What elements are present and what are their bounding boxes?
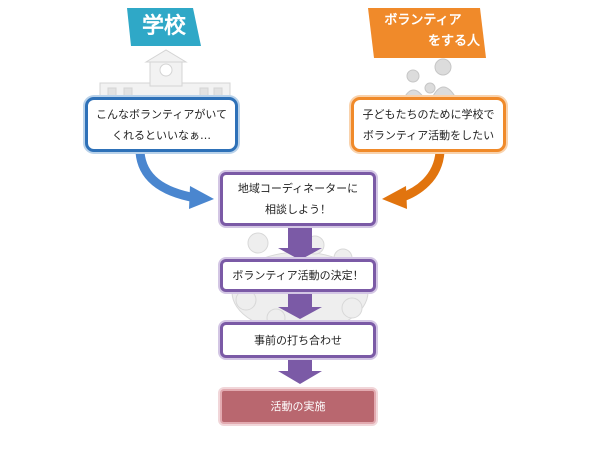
- school-arrow-head: [189, 186, 214, 209]
- pre-meeting-box: 事前の打ち合わせ: [220, 322, 376, 358]
- volunteer-wish-box: 子どもたちのために学校で ボランティア活動をしたい: [351, 97, 506, 152]
- school-building-illustration: [99, 49, 231, 104]
- people-illustration: [403, 58, 457, 99]
- school-wish-box: こんなボランティアがいて くれるといいなぁ…: [85, 97, 238, 152]
- consult-line-1: 地域コーディネーターに: [237, 182, 359, 195]
- arrow-consult-to-decide: [278, 228, 322, 260]
- arrow-meeting-to-execute: [278, 359, 322, 384]
- school-wish-line-2: くれるといいなぁ…: [112, 128, 211, 142]
- decide-text: ボランティア活動の決定！: [232, 269, 364, 282]
- arrow-decide-to-meeting: [278, 293, 322, 319]
- volunteer-banner-line-2: をする人: [427, 34, 480, 49]
- school-to-coordinator-arrow: [135, 147, 201, 203]
- volunteer-arrow-head: [382, 186, 407, 209]
- execute-activity-box: 活動の実施: [220, 389, 376, 424]
- meeting-text: 事前の打ち合わせ: [254, 333, 342, 347]
- flow-arrows: [278, 228, 322, 384]
- execute-text: 活動の実施: [270, 400, 326, 413]
- school-banner-text: 学校: [141, 14, 186, 39]
- school-wish-line-1: こんなボランティアがいて: [95, 107, 227, 121]
- consult-coordinator-box: 地域コーディネーターに 相談しよう！: [220, 172, 376, 226]
- consult-line-2: 相談しよう！: [265, 203, 331, 216]
- volunteer-banner-line-1: ボランティア: [384, 13, 462, 28]
- decide-activity-box: ボランティア活動の決定！: [220, 259, 376, 292]
- school-banner: 学校: [127, 8, 201, 46]
- volunteer-wish-line-1: 子どもたちのために学校で: [362, 107, 495, 121]
- volunteer-wish-line-2: ボランティア活動をしたい: [362, 128, 495, 142]
- volunteer-banner: ボランティア をする人: [368, 8, 486, 58]
